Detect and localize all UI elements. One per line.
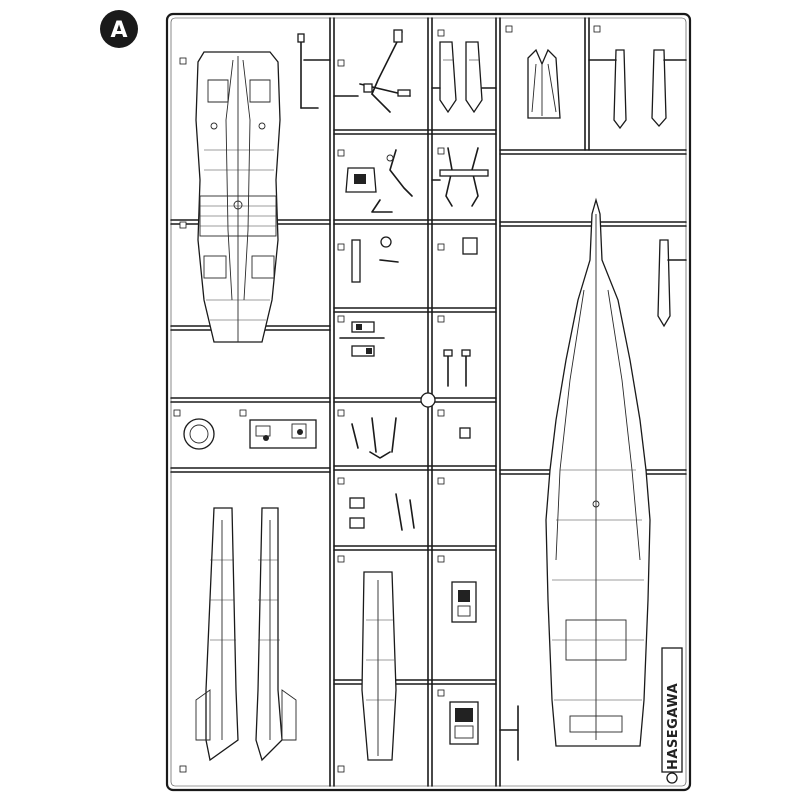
part-fuselage-upper (195, 51, 281, 343)
brand-name: HASEGAWA (666, 683, 681, 770)
part-tail-fins (527, 48, 561, 119)
part-small-arm (351, 236, 478, 283)
part-rod-lower (499, 705, 519, 761)
part-brackets (339, 321, 471, 387)
sprue-letter: A (110, 18, 127, 43)
part-missile-right (657, 239, 687, 328)
sprue-letter-badge: A (100, 10, 138, 48)
part-row6-pieces (349, 493, 415, 531)
part-gear-legs (431, 147, 489, 207)
part-struts-row5 (351, 417, 471, 459)
part-intake-halves (195, 507, 297, 762)
part-fuselage-lower (545, 197, 651, 747)
part-ring-and-panel (183, 418, 317, 450)
part-canopy-rail (361, 571, 397, 761)
part-landing-gear-strut (333, 29, 411, 113)
part-pods-pair (431, 41, 497, 114)
part-antenna-rod (297, 33, 331, 109)
part-missiles-top (588, 49, 687, 130)
part-instrument-panel (449, 581, 479, 745)
part-seat (345, 149, 413, 213)
part-tags (173, 25, 601, 773)
brand-logo: HASEGAWA (661, 647, 683, 784)
